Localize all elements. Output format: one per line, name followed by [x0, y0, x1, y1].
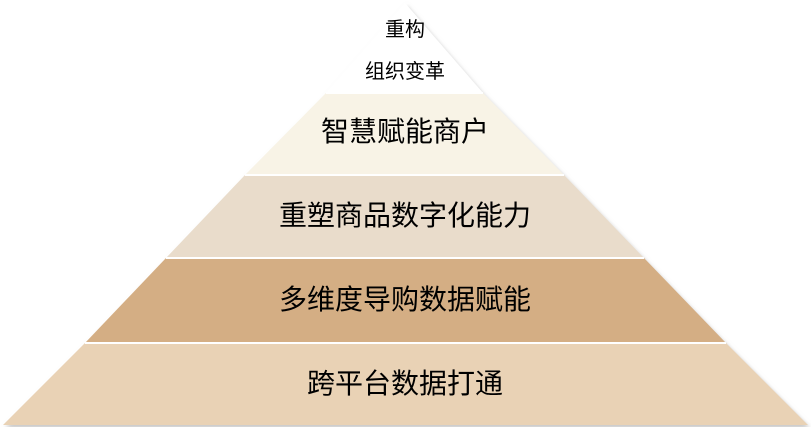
tier-3-label: 重塑商品数字化能力	[279, 199, 531, 232]
tier-2-label: 智慧赋能商户	[321, 115, 489, 148]
tier-separators	[85, 92, 726, 344]
tier-3-shape	[166, 175, 644, 258]
pyramid-shape	[3, 3, 808, 425]
tier-1-label-line2: 组织变革	[365, 59, 445, 83]
tier-5-shape	[3, 343, 808, 425]
tier-4-label: 多维度导购数据赋能	[279, 283, 531, 316]
tier-1-label-line1: 重构	[385, 17, 425, 41]
tier-4-shape	[85, 258, 726, 343]
tier-1-shape	[326, 3, 483, 93]
tier-2-shape	[245, 93, 564, 175]
tier-5-label: 跨平台数据打通	[307, 367, 503, 400]
